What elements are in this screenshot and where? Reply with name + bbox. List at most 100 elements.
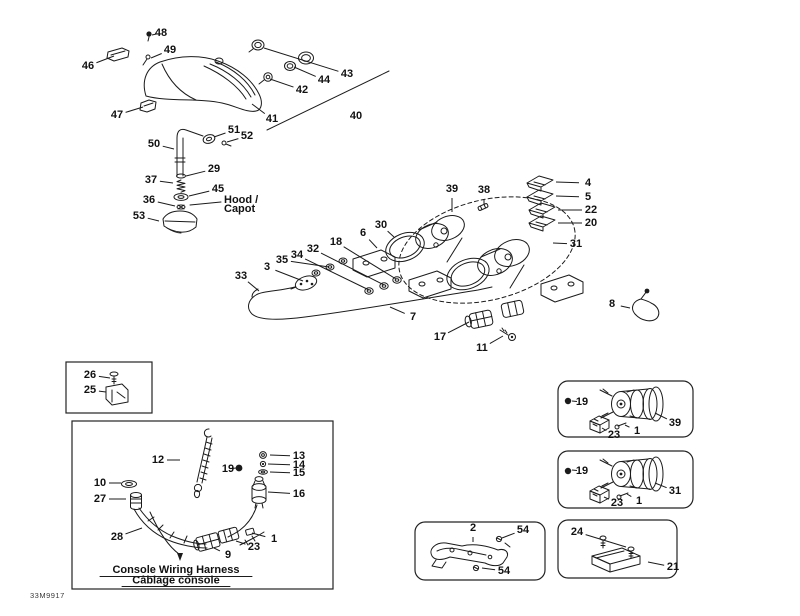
leader-line-9-49	[213, 547, 221, 552]
leader-line-43-7	[263, 47, 339, 72]
leader-line-52-10	[226, 138, 239, 143]
part-callout-22-30: 22	[585, 204, 597, 216]
leader-line-5-29	[555, 195, 580, 198]
part-callout-54-59: 54	[517, 524, 530, 536]
hook-art	[632, 288, 660, 322]
leader-line-15-42	[269, 471, 291, 474]
part-callout-11-34: 11	[476, 342, 488, 354]
connectors-art	[464, 299, 525, 341]
leader-line-21-62	[647, 561, 665, 566]
leader-line-33-26	[247, 281, 260, 292]
part-callout-50-11: 50	[148, 138, 160, 150]
leader-line-31-27	[552, 242, 568, 245]
leader-line-19-39	[230, 467, 237, 470]
leader-line-3-25	[275, 269, 304, 282]
hood-lever-art	[162, 128, 232, 234]
leader-line-1-56	[626, 493, 632, 497]
part-callout-9-49: 9	[225, 549, 231, 561]
leader-line-18-21	[343, 246, 397, 280]
leader-line-23-53	[601, 427, 607, 431]
leader-line-45-14	[188, 190, 210, 197]
part-callout-26-36: 26	[84, 369, 96, 381]
leader-line-17-33	[447, 321, 470, 334]
part-callout-18-21: 18	[330, 236, 342, 248]
leader-line-4-28	[555, 181, 580, 184]
part-callout-37-13: 37	[145, 174, 157, 186]
part-callout-54-60: 54	[498, 565, 511, 577]
part-callout-40-8: 40	[350, 110, 362, 122]
gauge-box-1	[557, 380, 694, 438]
part-callout-4-28: 4	[585, 177, 592, 189]
leader-line-51-9	[213, 132, 226, 138]
part-callout-48-0: 48	[155, 27, 167, 39]
gauge-box-2-art	[564, 456, 664, 504]
part-callout-35-24: 35	[276, 254, 288, 266]
harness-label-line2: Câblage console	[132, 575, 219, 587]
part-callout-1-47: 1	[271, 533, 277, 545]
part-callout-5-29: 5	[585, 191, 591, 203]
module-box	[557, 519, 678, 579]
leader-line-7-32	[389, 306, 405, 314]
part-callout-29-12: 29	[208, 163, 220, 175]
module-box-art	[591, 535, 641, 573]
part-callout-51-9: 51	[228, 124, 240, 136]
headlight-assembly-art	[106, 31, 390, 131]
leader-line-36-15	[157, 201, 176, 207]
figure-code: 33M9917	[30, 591, 65, 600]
part-callout-2-58: 2	[470, 522, 476, 534]
part-callout-1-52: 1	[634, 425, 640, 437]
leader-line-24-61	[585, 534, 627, 548]
leader-line-48-0	[151, 33, 157, 36]
leader-line-53-16	[147, 217, 160, 222]
leader-line-37-13	[159, 180, 174, 184]
leader-line-29-12	[185, 170, 206, 177]
part-callout-41-4: 41	[266, 113, 278, 125]
bracket-box-art	[430, 535, 511, 572]
part-callout-43-7: 43	[341, 68, 353, 80]
leader-line-54-59	[501, 532, 515, 539]
leader-line-50-11	[162, 145, 175, 150]
gauge-box-1-art	[564, 386, 664, 434]
leader-line-46-2	[96, 55, 115, 64]
part-callout-14-41: 14	[293, 459, 306, 471]
hood-label-line1: Hood /	[224, 194, 258, 206]
leader-line-23-48	[235, 540, 246, 545]
leader-line-30-19	[387, 230, 395, 238]
bracket-box	[414, 521, 546, 581]
harness-label-line1: Console Wiring Harness	[112, 564, 239, 576]
part-callout-19-50: 19	[576, 396, 588, 408]
leader-line-54-60	[481, 567, 496, 571]
part-callout-31-55: 31	[669, 485, 681, 497]
wedge-clips-art	[526, 175, 556, 232]
leader-line-31-55	[654, 482, 667, 489]
harness-box-art	[121, 428, 268, 561]
part-callout-8-35: 8	[609, 298, 615, 310]
part-callout-45-14: 45	[212, 183, 224, 195]
leader-line-49-1	[150, 53, 162, 59]
leader-line-14-41	[267, 463, 291, 466]
part-callout-23-48: 23	[248, 541, 260, 553]
leader-line-6-20	[368, 239, 378, 249]
part-callout-25-37: 25	[84, 384, 96, 396]
part-callout-30-19: 30	[375, 219, 387, 231]
leader-line-25-37	[98, 390, 107, 393]
part-callout-49-1: 49	[164, 44, 176, 56]
hood-label-line2: Capot	[224, 203, 256, 215]
part-callout-34-23: 34	[291, 249, 304, 261]
clip-box	[65, 361, 153, 414]
part-callout-19-39: 19	[222, 463, 234, 475]
part-callout-33-26: 33	[235, 270, 247, 282]
part-callout-42-5: 42	[296, 84, 308, 96]
part-callout-1-56: 1	[636, 495, 642, 507]
leader-line-16-43	[267, 491, 291, 494]
part-callout-28-46: 28	[111, 531, 123, 543]
part-callout-7-32: 7	[410, 311, 416, 323]
leader-line-35-24	[290, 260, 330, 268]
leader-line-44-6	[293, 66, 316, 77]
part-callout-15-42: 15	[293, 467, 305, 479]
part-callout-21-62: 21	[667, 561, 679, 573]
leader-line-23-57	[603, 496, 610, 500]
